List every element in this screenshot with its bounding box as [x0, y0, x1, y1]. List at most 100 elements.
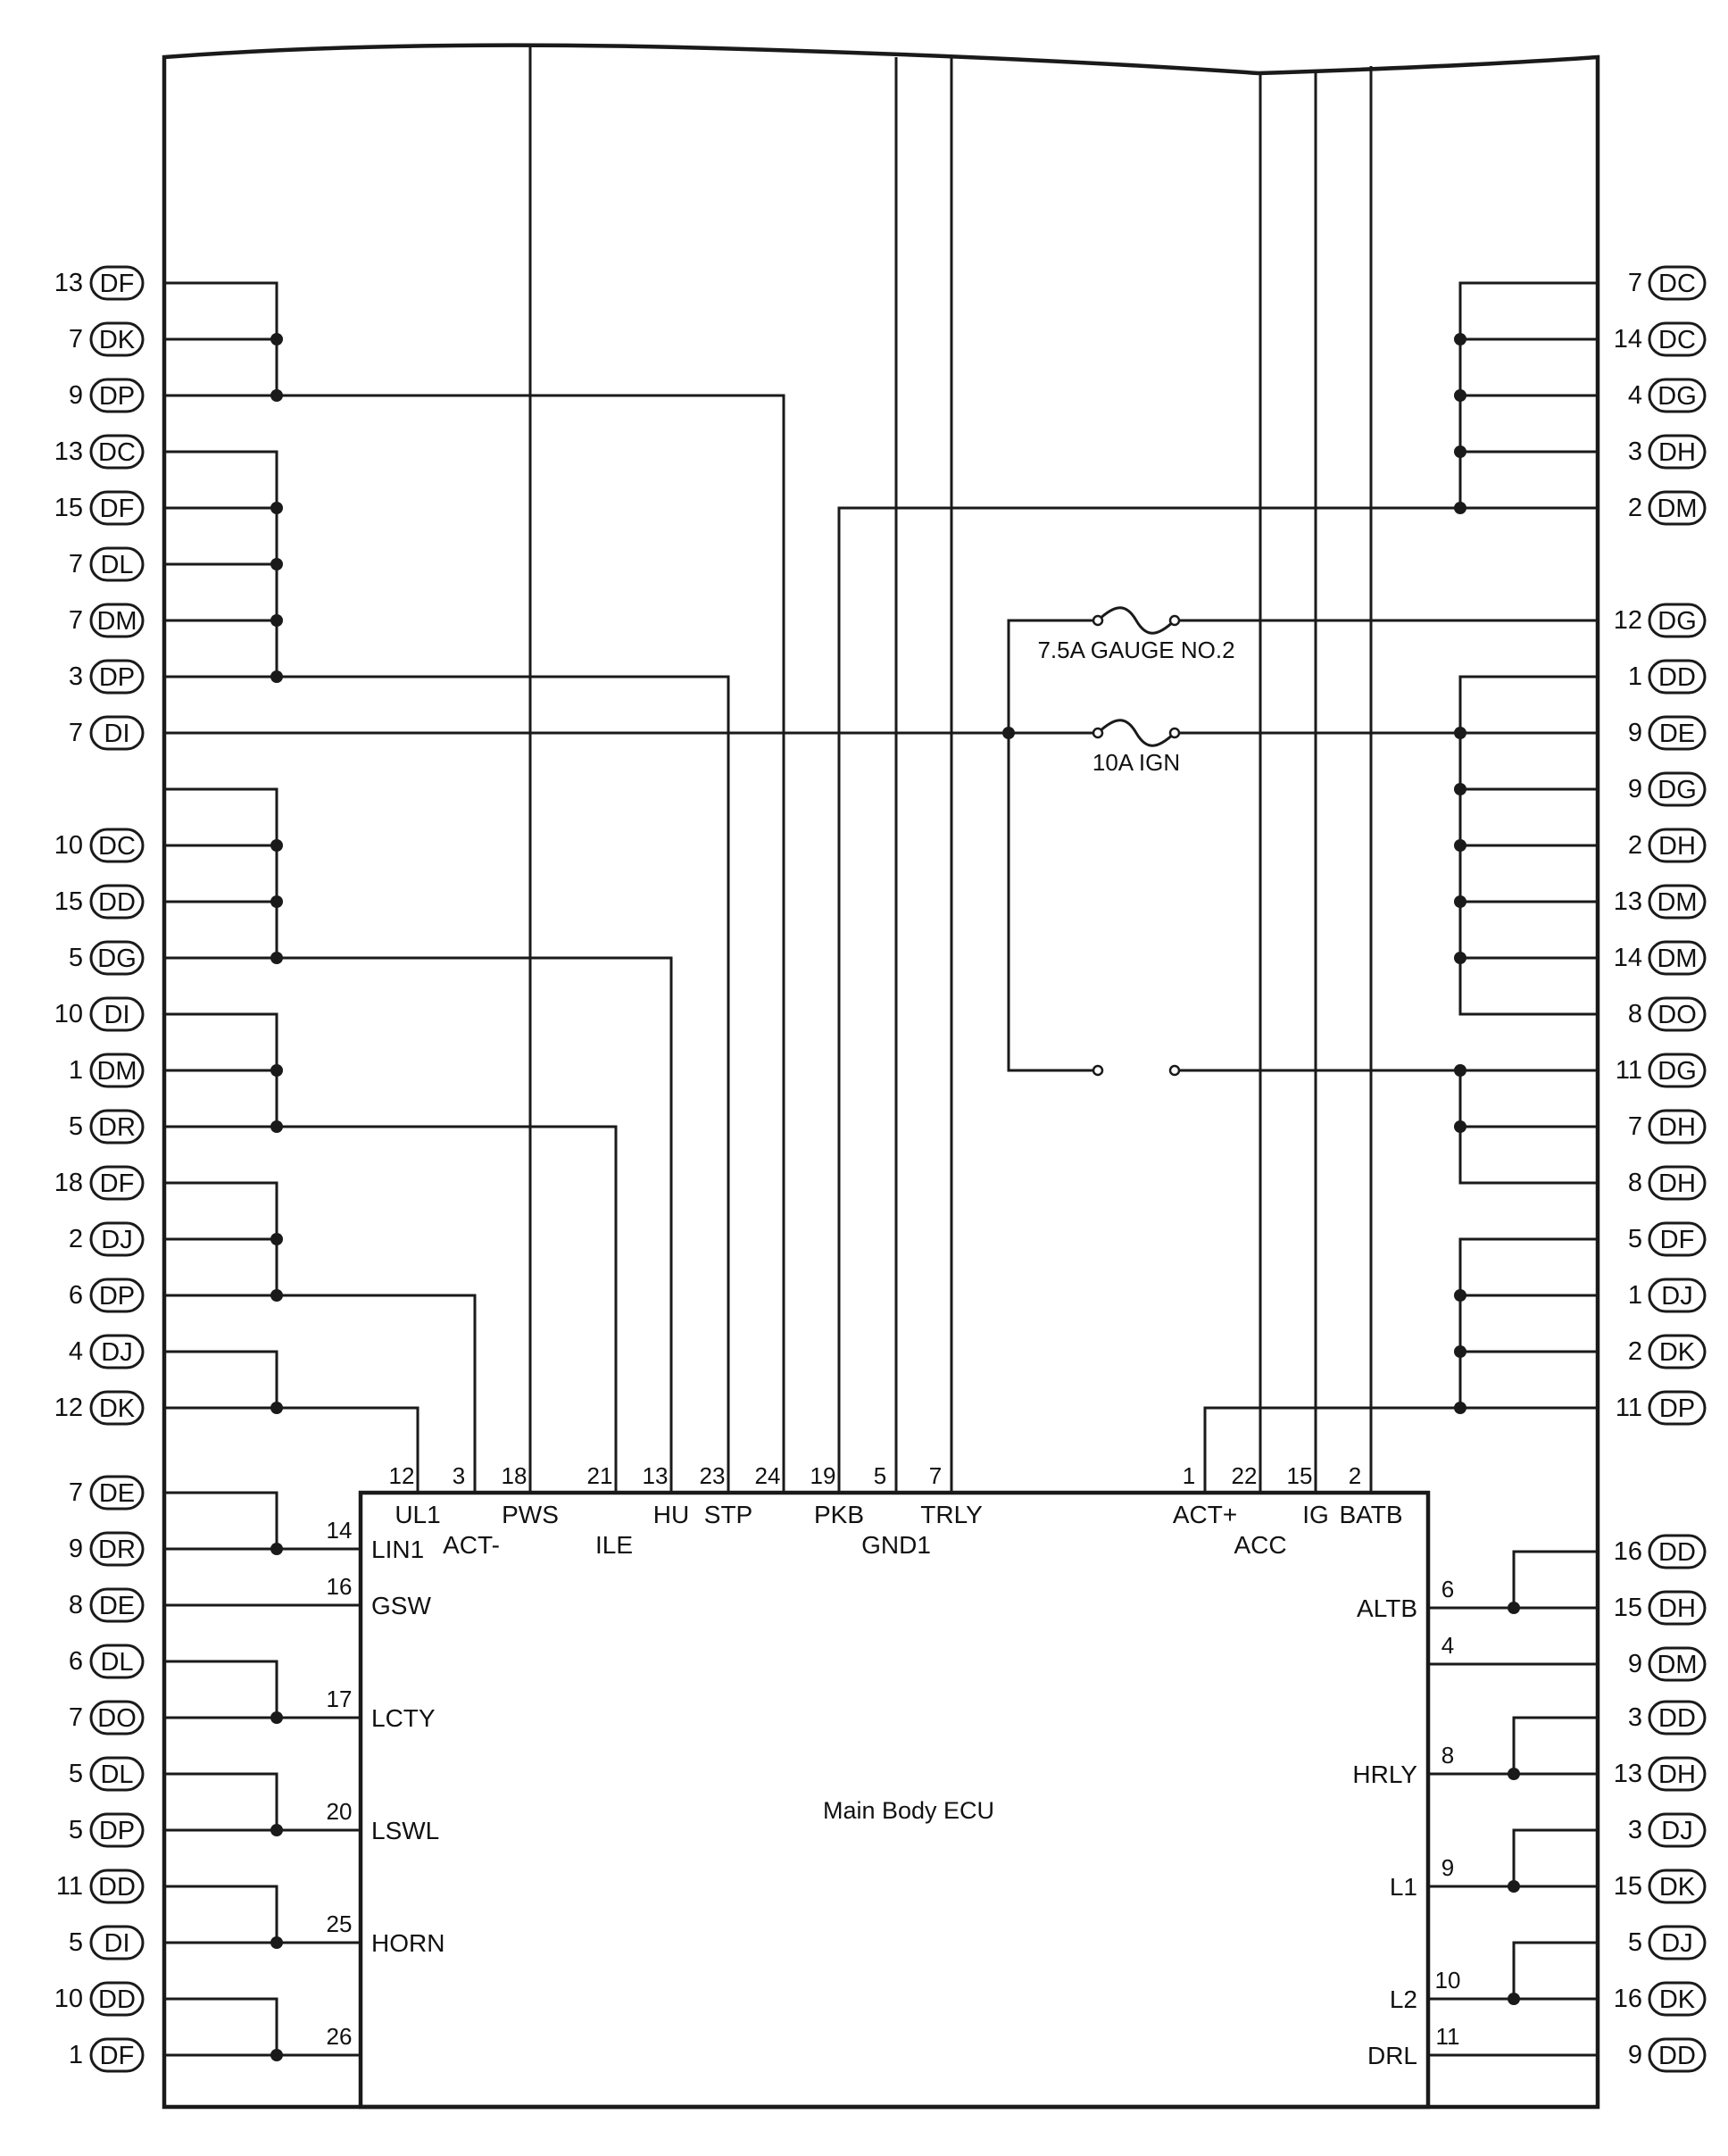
junction-dot [270, 1289, 283, 1302]
junction-dot [270, 389, 283, 402]
ecu-signal-name: HORN [371, 1929, 444, 1957]
junction-dot [1454, 389, 1466, 402]
junction-dot [1508, 1993, 1520, 2005]
connector-pin-number: 1 [69, 2041, 83, 2069]
junction-dot [1454, 839, 1466, 852]
connector-badge [1648, 940, 1707, 976]
ecu-signal-name: LSWL [371, 1817, 439, 1844]
connector-badge [89, 1278, 145, 1313]
ecu-pin-number: 8 [1441, 1742, 1454, 1769]
connector-code: DC [1658, 270, 1696, 298]
connector-pin-number: 15 [54, 494, 83, 522]
connector-code: DH [1658, 832, 1696, 861]
connector-code: DJ [101, 1338, 132, 1367]
connector-badge [89, 1109, 145, 1145]
connector-badge [1648, 884, 1707, 920]
connector-badge [89, 1334, 145, 1369]
connector-badge [1648, 996, 1707, 1032]
ecu-signal-name: DRL [1367, 2042, 1417, 2069]
junction-dot [270, 1120, 283, 1133]
fuse-ign [1092, 719, 1181, 747]
connector-code: DP [99, 382, 135, 411]
connector-pin-number: 10 [54, 831, 83, 860]
connector-pin-number: 13 [54, 437, 83, 466]
junction-dot [1508, 1602, 1520, 1614]
connector-badge [1648, 1109, 1707, 1145]
connector-badge [89, 940, 145, 976]
ecu-box [358, 1490, 1431, 2110]
connector-pin-number: 7 [69, 1703, 83, 1732]
fuses: 7.5A GAUGE NO.2 10A IGN [1037, 606, 1235, 1077]
connector-code: DK [99, 326, 136, 354]
connector-badge [1648, 265, 1707, 301]
ecu-pin-number: 23 [700, 1462, 726, 1489]
connector-badge [89, 603, 145, 638]
connector-badge [89, 1390, 145, 1426]
connector-badge [1648, 1221, 1707, 1257]
junction-dot [1454, 445, 1466, 458]
connector-pin-number: 13 [54, 269, 83, 297]
connector-badge [1648, 1534, 1707, 1569]
ecu-pin-number: 1 [1183, 1462, 1195, 1489]
connector-badge [89, 1221, 145, 1257]
connector-badge [89, 265, 145, 301]
connector-code: DG [1657, 382, 1697, 411]
connector-code: DD [1658, 1538, 1696, 1567]
connector-pin-number: 11 [56, 1872, 83, 1901]
connector-pin-number: 3 [1628, 1703, 1642, 1732]
connector-pin-number: 6 [69, 1281, 83, 1310]
ecu-signal-name: LIN1 [371, 1536, 424, 1563]
ecu-pin-number: 26 [327, 2023, 353, 2050]
connector-code: DD [1658, 663, 1696, 692]
connector-pin-number: 10 [54, 1000, 83, 1028]
connector-code: DH [1658, 1170, 1696, 1198]
connector-code: DL [100, 1648, 133, 1677]
connector-code: DM [1657, 945, 1697, 973]
connector-badge [89, 321, 145, 357]
connector-badge [1648, 490, 1707, 526]
connector-pin-number: 15 [54, 887, 83, 916]
connector-badge [1648, 715, 1707, 751]
connector-badge [1648, 1165, 1707, 1201]
connector-code: DC [98, 438, 136, 467]
connector-badge [89, 715, 145, 751]
connector-badge [89, 490, 145, 526]
junction-dot [270, 502, 283, 514]
junction-dot [1454, 1345, 1466, 1358]
ecu-pin-number: 17 [327, 1686, 353, 1712]
connector-badge [1648, 1390, 1707, 1426]
connector-code: DH [1658, 1113, 1696, 1142]
connector-code: DI [104, 1001, 130, 1029]
connector-code: DH [1658, 1594, 1696, 1623]
connector-badge [1648, 1981, 1707, 2017]
connector-pin-number: 16 [1614, 1537, 1642, 1566]
connector-code: DJ [1661, 1282, 1692, 1311]
connector-badge [1648, 1334, 1707, 1369]
connector-pin-number: 7 [69, 606, 83, 635]
connector-badge [1648, 321, 1707, 357]
ecu-signal-name: LCTY [371, 1704, 436, 1732]
connector-code: DD [1658, 2042, 1696, 2070]
ecu-pin-number: 9 [1441, 1854, 1454, 1881]
junction-dot [1454, 783, 1466, 795]
junction-dots [270, 333, 1520, 2061]
connector-code: DC [98, 832, 136, 861]
connector-badge [89, 378, 145, 413]
connector-pin-number: 1 [1628, 1281, 1642, 1310]
ecu-pin-number: 25 [327, 1910, 353, 1937]
connector-pin-number: 5 [69, 1816, 83, 1844]
ecu-pin-number: 21 [587, 1462, 613, 1489]
connector-badge [89, 1756, 145, 1792]
ecu-pin-number: 7 [929, 1462, 942, 1489]
